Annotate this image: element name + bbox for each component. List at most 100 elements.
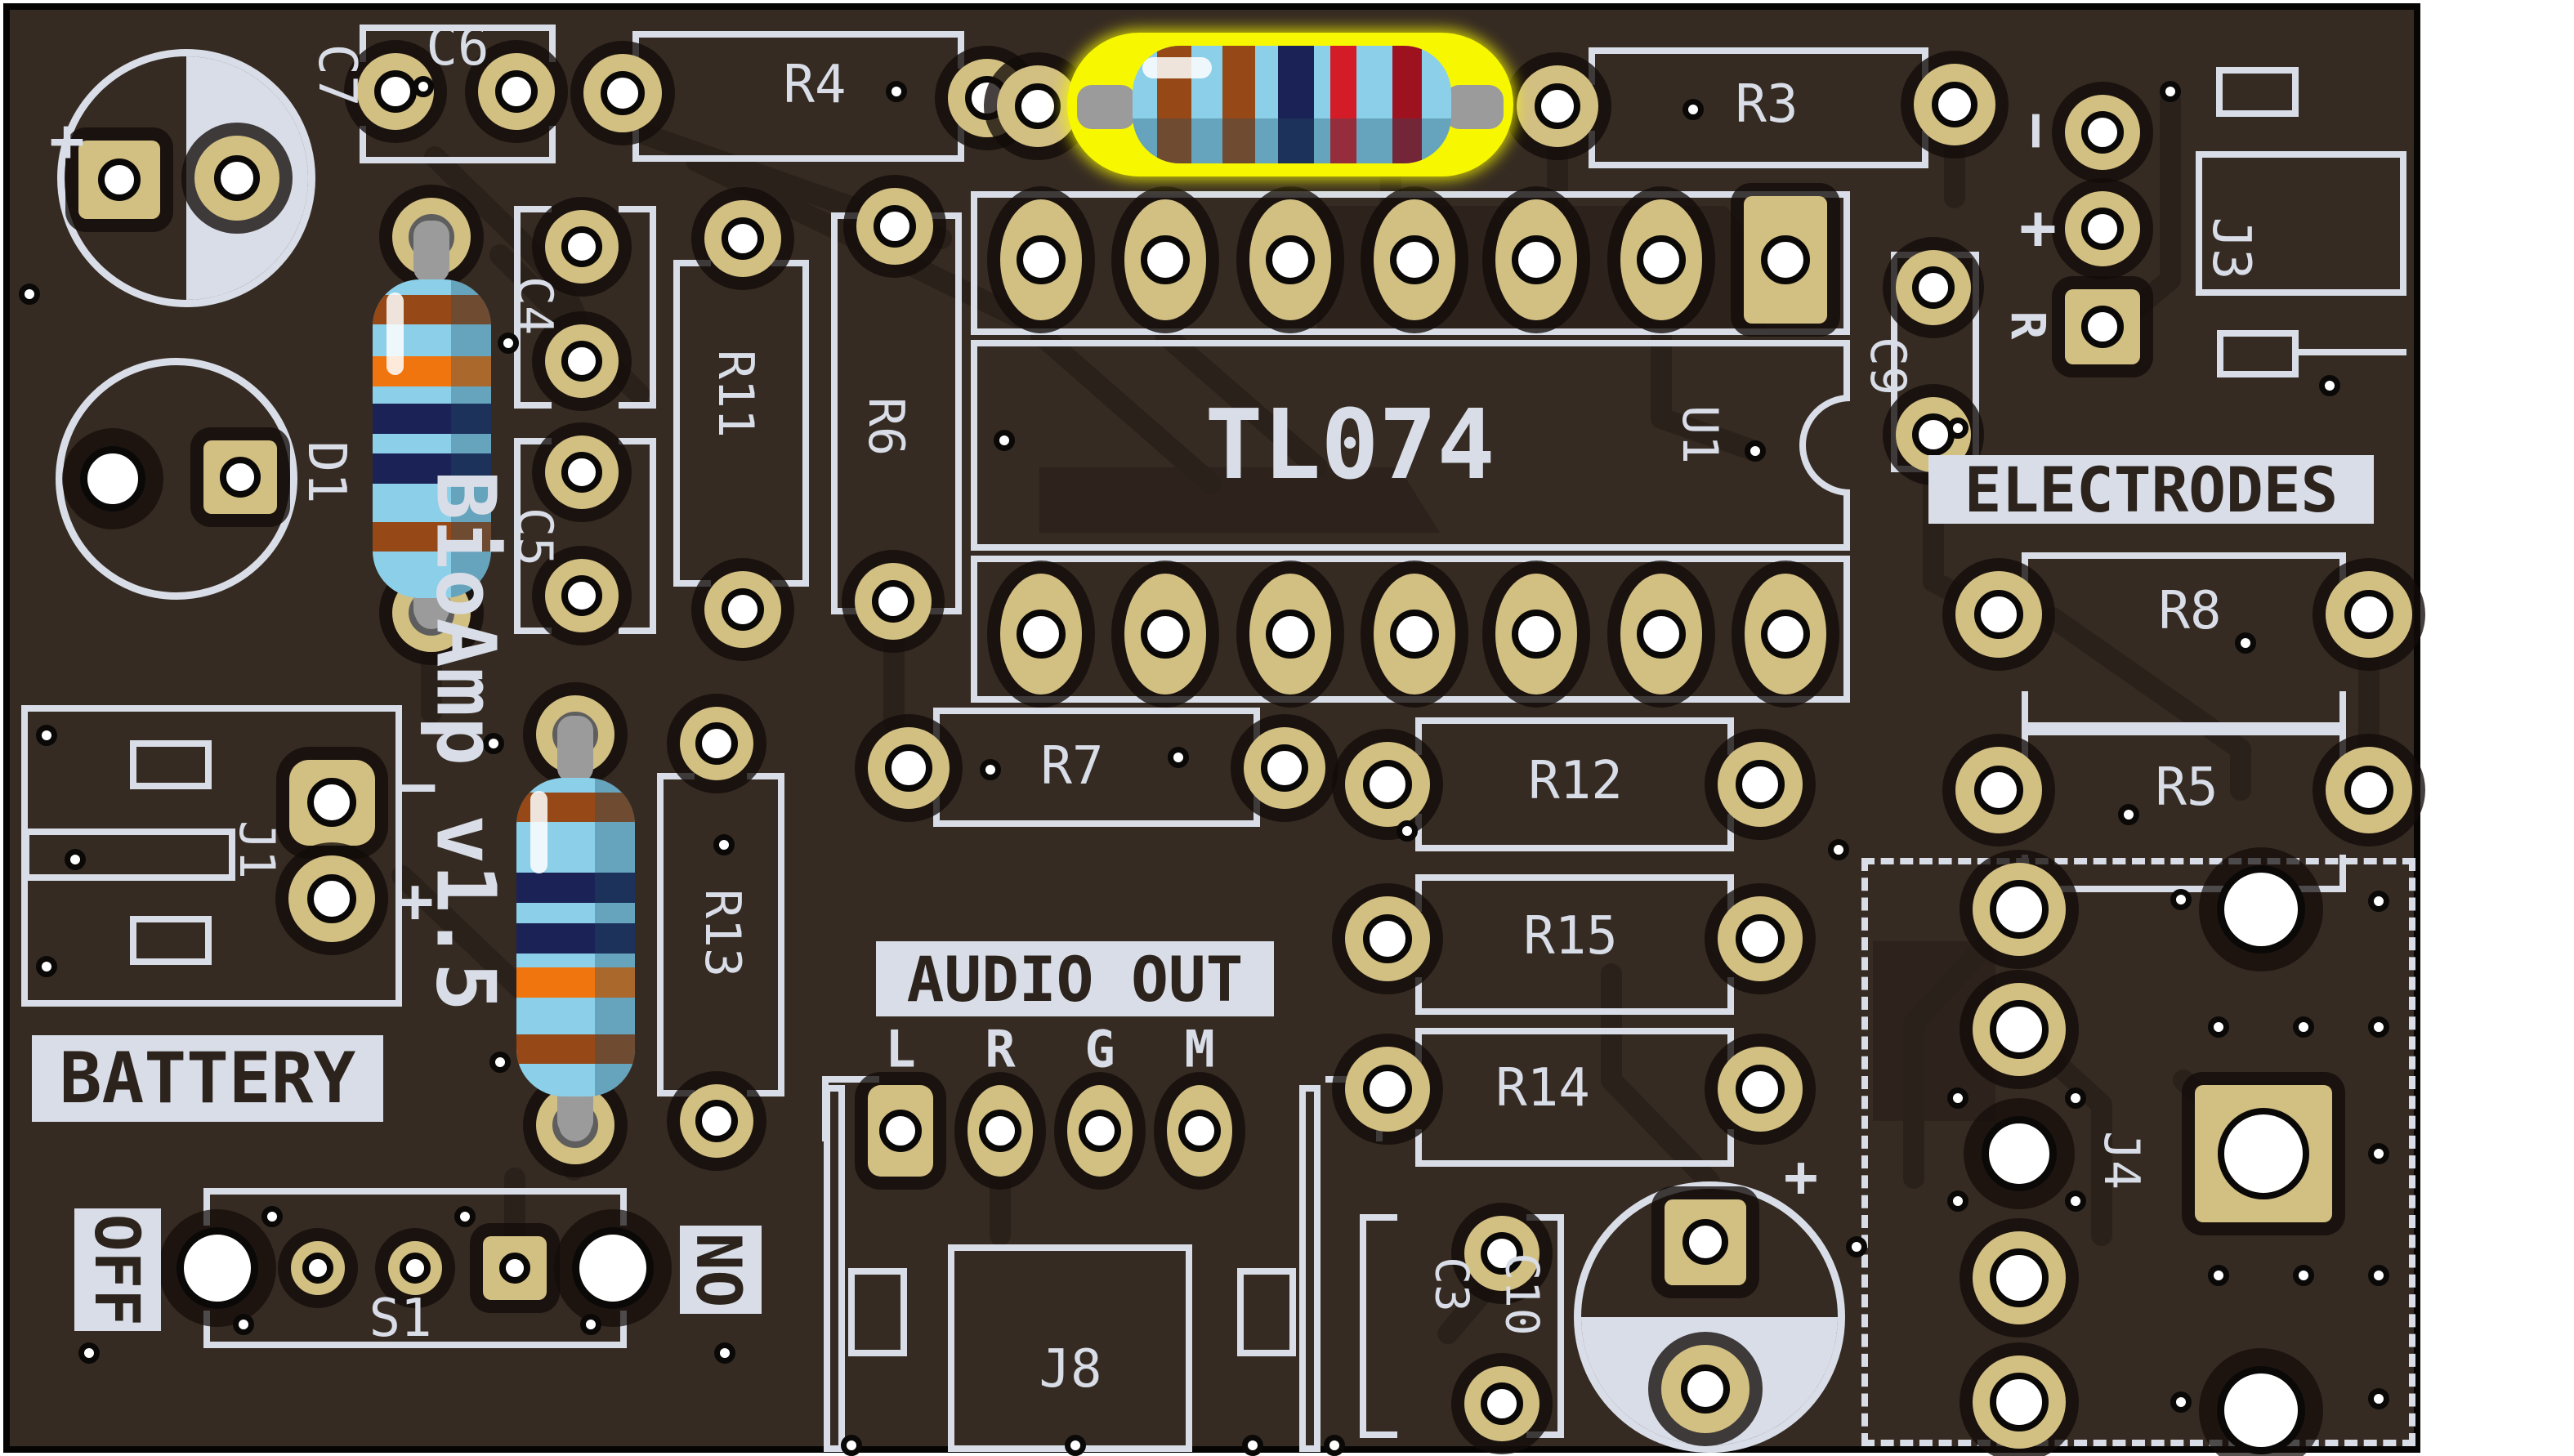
j1-pad-neg[interactable] <box>288 759 375 846</box>
r8-pad-2[interactable] <box>2326 571 2412 658</box>
ref-r14[interactable]: R14 <box>1495 1058 1590 1119</box>
ref-r8[interactable]: R8 <box>2158 581 2222 641</box>
r6-pad-2[interactable] <box>855 563 932 640</box>
c5-pad-2[interactable] <box>545 559 619 632</box>
ref-s1[interactable]: S1 <box>369 1289 432 1349</box>
ref-j3[interactable]: J3 <box>2201 217 2261 280</box>
c5-pad-1[interactable] <box>545 435 619 509</box>
c7-pad-pos[interactable] <box>194 136 279 221</box>
r14-pad-2[interactable] <box>1718 1047 1803 1132</box>
hl-res-pad-1[interactable] <box>997 65 1079 147</box>
ref-j4[interactable]: J4 <box>2093 1130 2150 1190</box>
r8-pad-1[interactable] <box>1955 571 2042 658</box>
r7-pad-1[interactable] <box>868 727 950 809</box>
ref-r12[interactable]: R12 <box>1528 751 1623 811</box>
d1-hole-pad[interactable] <box>80 446 145 511</box>
electrode-pad-r[interactable] <box>2065 289 2140 364</box>
r5-pad-2[interactable] <box>2326 747 2412 833</box>
audio-pad-g[interactable] <box>1067 1085 1133 1177</box>
mount-hole-bottom[interactable] <box>2217 1366 2305 1454</box>
c3-pad-2[interactable] <box>1464 1366 1539 1441</box>
j4-pad-5[interactable] <box>1973 1356 2066 1449</box>
c6-pad-2[interactable] <box>478 53 555 130</box>
r3-pad-2[interactable] <box>1914 64 1995 145</box>
j4-pad-4[interactable] <box>1973 1231 2066 1324</box>
mount-hole-top[interactable] <box>2217 865 2305 954</box>
ref-r13[interactable]: R13 <box>694 888 751 978</box>
u1-pad-top-5[interactable] <box>1495 199 1577 320</box>
r7-pad-2[interactable] <box>1244 727 1325 809</box>
ref-c7[interactable]: C7 <box>306 43 367 107</box>
ref-r6[interactable]: R6 <box>857 396 914 457</box>
u1-pad-top-1[interactable] <box>1000 199 1082 320</box>
r13-pad-2[interactable] <box>680 1084 753 1158</box>
s1-hole-right[interactable] <box>572 1227 654 1309</box>
u1-pad-bot-1[interactable] <box>1000 574 1082 695</box>
resistor-d1-position[interactable] <box>373 279 491 598</box>
r5-pad-1[interactable] <box>1955 747 2042 833</box>
j4-pad-2[interactable] <box>1973 983 2066 1076</box>
ref-c6[interactable]: C6 <box>426 17 489 78</box>
c10-pad-pos[interactable] <box>1665 1199 1746 1285</box>
u1-pad-top-3[interactable] <box>1249 199 1331 320</box>
r12-pad-2[interactable] <box>1718 742 1803 827</box>
ref-d1[interactable]: D1 <box>296 440 356 504</box>
audio-pad-l[interactable] <box>868 1085 933 1177</box>
ref-j8[interactable]: J8 <box>1039 1339 1102 1400</box>
u1-pad-bot-4[interactable] <box>1374 574 1455 695</box>
ref-c5[interactable]: C5 <box>506 507 563 567</box>
ref-r11[interactable]: R11 <box>707 349 764 439</box>
r13-pad-1[interactable] <box>680 707 753 780</box>
u1-pad-bot-3[interactable] <box>1249 574 1331 695</box>
ref-c10[interactable]: C10 <box>1495 1253 1548 1336</box>
u1-pad-bot-2[interactable] <box>1124 574 1206 695</box>
s1-pad-3[interactable] <box>483 1236 547 1300</box>
u1-pad-bot-6[interactable] <box>1620 574 1702 695</box>
c4-pad-2[interactable] <box>545 324 619 398</box>
s1-pad-2[interactable] <box>388 1241 442 1295</box>
r4-pad-1[interactable] <box>583 54 662 132</box>
r15-pad-2[interactable] <box>1718 896 1803 981</box>
ref-j1[interactable]: J1 <box>228 820 285 880</box>
j1-pad-pos[interactable] <box>288 855 375 942</box>
ref-r15[interactable]: R15 <box>1523 906 1618 967</box>
u1-pad-top-2[interactable] <box>1124 199 1206 320</box>
r11-pad-1[interactable] <box>704 200 781 277</box>
ref-c9[interactable]: C9 <box>1859 336 1916 396</box>
c7-pad-neg[interactable] <box>78 141 160 219</box>
u1-pad-top-6[interactable] <box>1620 199 1702 320</box>
c9-pad-1[interactable] <box>1896 250 1971 325</box>
electrode-pad-plus[interactable] <box>2065 191 2140 266</box>
audio-pad-m[interactable] <box>1167 1085 1232 1177</box>
ref-u1[interactable]: U1 <box>1671 404 1728 465</box>
r6-pad-1[interactable] <box>856 188 933 265</box>
r11-pad-2[interactable] <box>704 571 781 648</box>
r15-pad-1[interactable] <box>1345 896 1430 981</box>
c10-pad-neg[interactable] <box>1661 1345 1750 1433</box>
s1-hole-left[interactable] <box>177 1227 258 1309</box>
c3-pad-1[interactable] <box>1464 1216 1539 1291</box>
u1-pad-top-7[interactable] <box>1744 196 1827 324</box>
j4-square-pad[interactable] <box>2195 1085 2332 1222</box>
ref-r3[interactable]: R3 <box>1735 74 1799 135</box>
audio-pad-r[interactable] <box>967 1085 1033 1177</box>
u1-pad-bot-7[interactable] <box>1745 574 1826 695</box>
resistor-highlighted[interactable] <box>1133 46 1451 163</box>
ref-c3[interactable]: C3 <box>1424 1257 1478 1312</box>
ref-r7[interactable]: R7 <box>1040 736 1104 797</box>
d1-square-pad[interactable] <box>203 440 277 514</box>
ref-r5[interactable]: R5 <box>2155 757 2219 818</box>
s1-pad-1[interactable] <box>291 1241 345 1295</box>
u1-pad-bot-5[interactable] <box>1495 574 1577 695</box>
u1-pad-top-4[interactable] <box>1374 199 1455 320</box>
j4-pad-3[interactable] <box>1982 1116 2057 1191</box>
r12-pad-1[interactable] <box>1345 742 1430 827</box>
c4-pad-1[interactable] <box>545 210 619 284</box>
r3-pad-1[interactable] <box>1517 65 1598 147</box>
r14-pad-1[interactable] <box>1345 1047 1430 1132</box>
ref-r4[interactable]: R4 <box>783 55 847 115</box>
ref-c4[interactable]: C4 <box>506 275 563 336</box>
resistor-r13-position[interactable] <box>516 778 635 1096</box>
j4-pad-1[interactable] <box>1973 863 2066 956</box>
